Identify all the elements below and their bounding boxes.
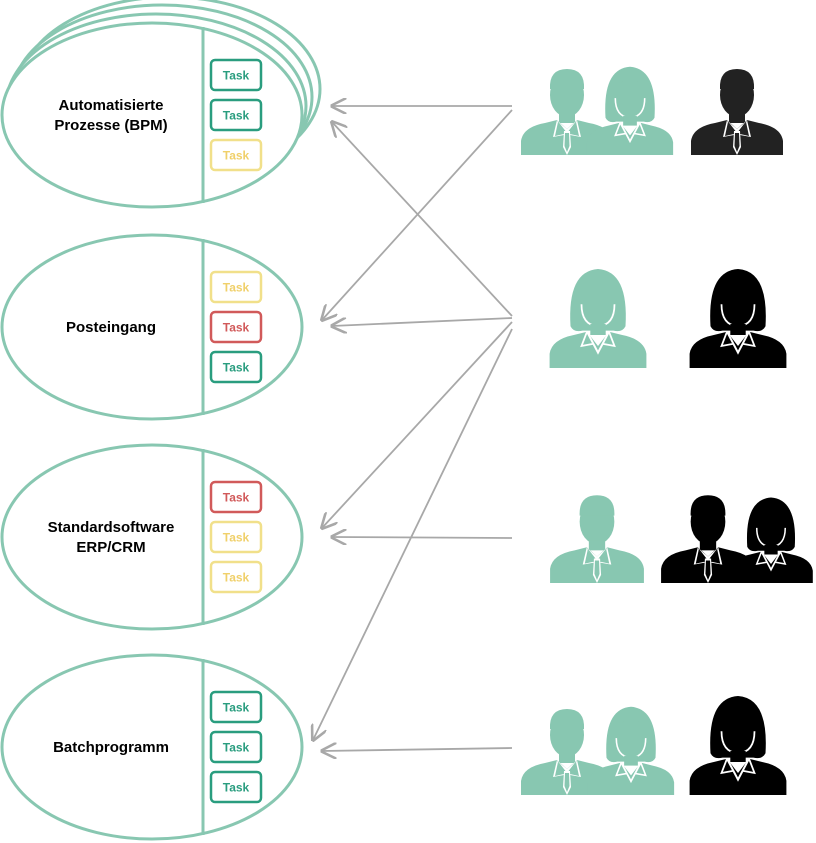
- task-card-border: [209, 480, 263, 514]
- task-label: Task: [223, 571, 250, 585]
- male-person-icon: [521, 69, 613, 155]
- task-card-border: [209, 770, 263, 804]
- female-person-icon: [549, 269, 647, 368]
- task-card-border: [209, 690, 263, 724]
- task-card-red[interactable]: Task: [209, 480, 263, 514]
- task-label: Task: [223, 491, 250, 505]
- arrows-layer: [313, 106, 513, 751]
- task-label: Task: [223, 109, 250, 123]
- task-label: Task: [223, 741, 250, 755]
- people-group-row-4: [521, 696, 787, 795]
- task-label: Task: [223, 531, 250, 545]
- people-group-row-1: [521, 66, 783, 155]
- task-card-green[interactable]: Task: [209, 58, 263, 92]
- arrow-row-2-to-batch: [313, 328, 513, 740]
- task-label: Task: [223, 69, 250, 83]
- female-person-icon: [587, 706, 675, 795]
- people-group-row-2: [549, 269, 787, 368]
- people-group-row-3: [550, 495, 813, 583]
- task-card-yellow[interactable]: Task: [209, 520, 263, 554]
- female-person-icon: [689, 269, 787, 368]
- task-card-green[interactable]: Task: [209, 690, 263, 724]
- task-label: Task: [223, 701, 250, 715]
- task-card-border: [209, 270, 263, 304]
- task-label: Task: [223, 149, 250, 163]
- task-label: Task: [223, 321, 250, 335]
- task-card-border: [209, 58, 263, 92]
- task-card-border: [209, 560, 263, 594]
- female-person-icon: [729, 497, 813, 583]
- task-card-border: [209, 98, 263, 132]
- task-card-green[interactable]: Task: [209, 350, 263, 384]
- task-card-red[interactable]: Task: [209, 310, 263, 344]
- male-person-icon: [550, 495, 644, 583]
- task-card-green[interactable]: Task: [209, 98, 263, 132]
- task-label: Task: [223, 781, 250, 795]
- arrow-row-2-to-posteingang: [332, 317, 513, 326]
- group-title-line: Posteingang: [66, 319, 156, 336]
- task-card-green[interactable]: Task: [209, 770, 263, 804]
- group-title-line: Automatisierte: [58, 97, 163, 114]
- arrow-row-2-to-bpm: [332, 122, 513, 317]
- female-person-icon: [689, 696, 787, 795]
- task-card-yellow[interactable]: Task: [209, 138, 263, 172]
- task-card-border: [209, 350, 263, 384]
- female-person-icon: [586, 66, 674, 155]
- task-card-border: [209, 138, 263, 172]
- people-layer: [521, 66, 813, 795]
- task-card-border: [209, 520, 263, 554]
- task-card-yellow[interactable]: Task: [209, 270, 263, 304]
- group-title-line: Prozesse (BPM): [54, 117, 167, 134]
- task-label: Task: [223, 281, 250, 295]
- task-card-green[interactable]: Task: [209, 730, 263, 764]
- group-title-line: Batchprogramm: [53, 739, 169, 756]
- arrow-row-2-to-standardsoftware: [322, 321, 513, 528]
- group-title-line: Standardsoftware: [48, 519, 175, 536]
- arrow-row-1-to-posteingang: [322, 109, 513, 320]
- arrow-row-4-to-batch: [322, 748, 513, 751]
- arrow-row-3-to-standardsoftware: [332, 537, 513, 538]
- male-person-icon: [691, 69, 783, 155]
- task-label: Task: [223, 361, 250, 375]
- task-card-border: [209, 730, 263, 764]
- task-card-yellow[interactable]: Task: [209, 560, 263, 594]
- group-title-line: ERP/CRM: [76, 539, 145, 556]
- task-card-border: [209, 310, 263, 344]
